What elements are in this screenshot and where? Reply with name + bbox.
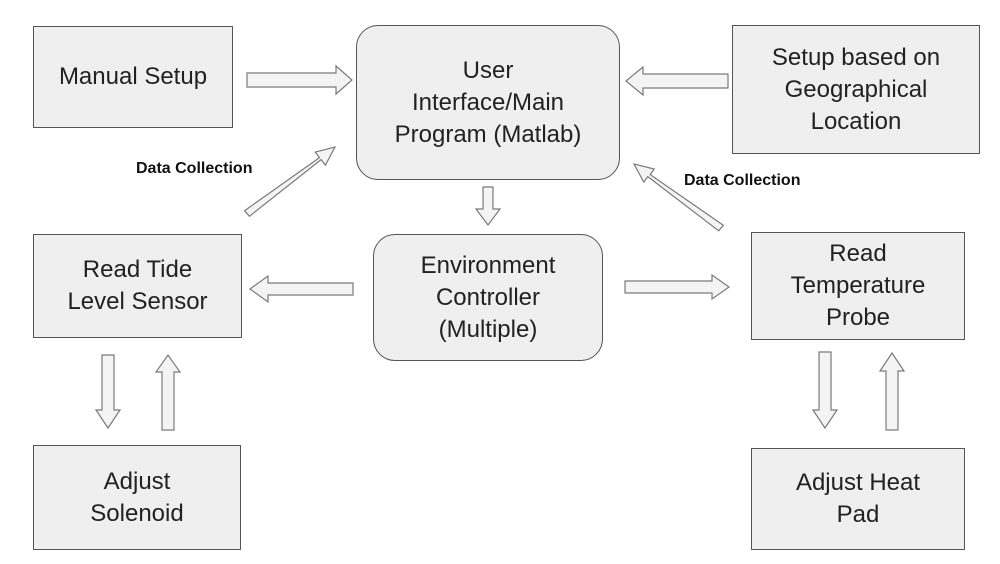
read-tide-box: Read Tide Level Sensor [33,234,242,338]
data-collection-right-label: Data Collection [684,172,801,189]
arrow-manual-to-ui [246,64,353,96]
adjust-solenoid-label: Adjust Solenoid [90,467,184,527]
manual-setup-label: Manual Setup [58,63,208,90]
arrow-heatpad-to-temp [878,351,906,431]
arrow-env-to-tide [248,274,354,304]
arrow-tide-to-ui [243,146,337,218]
geo-setup-box: Setup based on Geographical Location [732,25,980,154]
read-temperature-label: Read Temperature Probe [790,240,926,331]
arrow-temp-to-heatpad [811,351,839,430]
adjust-solenoid-box: Adjust Solenoid [33,445,241,550]
environment-controller-label: Environment Controller (Multiple) [420,251,556,343]
read-tide-label: Read Tide Level Sensor [67,256,208,315]
arrow-solenoid-to-tide [154,353,182,431]
arrow-env-to-temp [624,273,731,301]
manual-setup-box: Manual Setup [33,26,233,128]
user-interface-box: User Interface/Main Program (Matlab) [356,25,620,180]
read-temperature-box: Read Temperature Probe [751,232,965,340]
arrow-temp-to-ui [632,163,725,232]
environment-controller-box: Environment Controller (Multiple) [373,234,603,361]
adjust-heat-pad-box: Adjust Heat Pad [751,448,965,550]
data-collection-left-label: Data Collection [136,160,253,177]
user-interface-label: User Interface/Main Program (Matlab) [394,56,582,148]
arrow-tide-to-solenoid [94,354,122,430]
adjust-heat-pad-label: Adjust Heat Pad [795,469,921,528]
arrow-geo-to-ui [625,65,729,97]
geo-setup-label: Setup based on Geographical Location [771,43,941,135]
arrow-ui-to-env [474,186,502,226]
